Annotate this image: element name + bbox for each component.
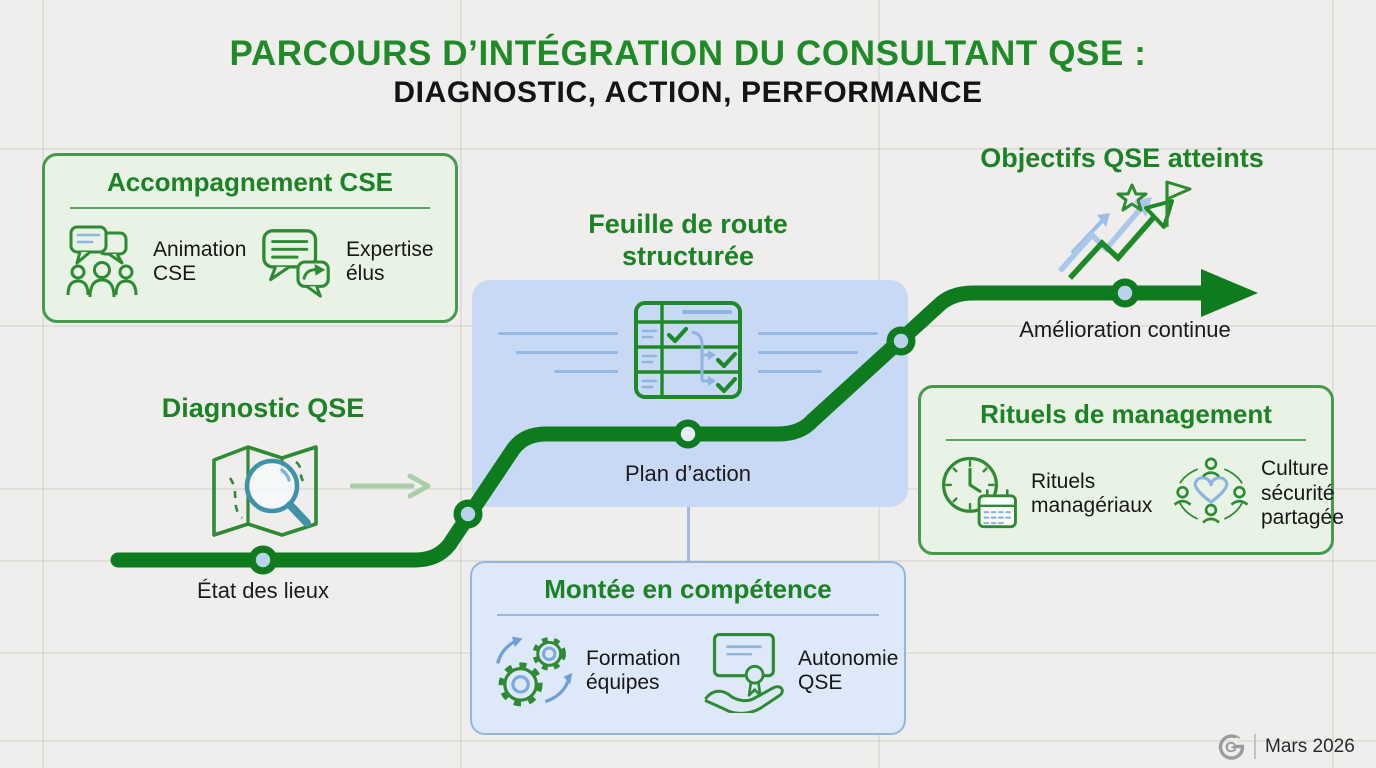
item-label: Animation CSE	[153, 237, 247, 285]
clock-calendar-icon	[942, 456, 1017, 529]
card-rituels-management: Rituels de management	[918, 385, 1344, 555]
item-label: Expertise élus	[346, 237, 434, 285]
page-subtitle: DIAGNOSTIC, ACTION, PERFORMANCE	[393, 76, 983, 109]
card-accompagnement-cse: Accompagnement CSE Animat	[42, 153, 458, 323]
animation-cse-icon	[66, 225, 138, 298]
footer-date: Mars 2026	[1265, 735, 1355, 757]
milestone-caption-feuille-route: Plan d’action	[625, 461, 751, 486]
brand-logo-icon: G	[1218, 734, 1245, 760]
card-item: Rituels managériaux	[939, 454, 1171, 534]
card-item: Expertise élus	[258, 223, 438, 301]
transition-arrow-icon	[350, 473, 431, 499]
milestone-dot	[453, 499, 483, 529]
expertise-elus-icon	[262, 229, 330, 298]
svg-text:G: G	[1225, 739, 1237, 756]
certificate-hand-icon	[704, 633, 784, 713]
footer: G Mars 2026	[1218, 733, 1355, 760]
map-magnifier-icon	[212, 445, 318, 537]
page-title: PARCOURS D’INTÉGRATION DU CONSULTANT QSE…	[229, 34, 1147, 73]
card-rule	[497, 614, 879, 616]
card-title: Montée en compétence	[544, 574, 832, 604]
item-label: Rituels managériaux	[1031, 469, 1153, 517]
road-arrowhead	[1201, 269, 1258, 317]
footer-divider	[1254, 734, 1256, 759]
milestone-caption-objectifs: Amélioration continue	[1019, 317, 1231, 342]
item-label: Autonomie QSE	[798, 646, 899, 694]
growth-arrows-icon	[1057, 180, 1192, 280]
item-label: Formation équipes	[586, 646, 681, 694]
card-title: Rituels de management	[980, 399, 1272, 429]
card-rule	[946, 439, 1306, 441]
milestone-title-objectifs: Objectifs QSE atteints	[980, 143, 1264, 173]
milestone-caption-diagnostic: État des lieux	[196, 578, 330, 603]
connector-line	[687, 507, 690, 563]
gears-icon	[496, 636, 573, 707]
card-title: Accompagnement CSE	[106, 167, 394, 197]
checklist-table-icon	[634, 301, 742, 399]
card-item: Animation CSE	[63, 222, 258, 302]
milestone-title-diagnostic: Diagnostic QSE	[161, 393, 365, 423]
card-montee-competence: Montée en compétence Formation équipes	[470, 561, 906, 735]
card-item: Formation équipes	[490, 629, 698, 713]
people-heart-icon	[1173, 457, 1249, 524]
card-item: Culture sécurité partagée	[1171, 454, 1357, 534]
milestone-title-feuille-route: Feuille de route structurée	[588, 209, 788, 272]
milestone-dot	[1110, 278, 1140, 308]
card-rule	[70, 207, 430, 209]
card-item: Autonomie QSE	[698, 629, 916, 713]
item-label: Culture sécurité partagée	[1261, 457, 1344, 530]
